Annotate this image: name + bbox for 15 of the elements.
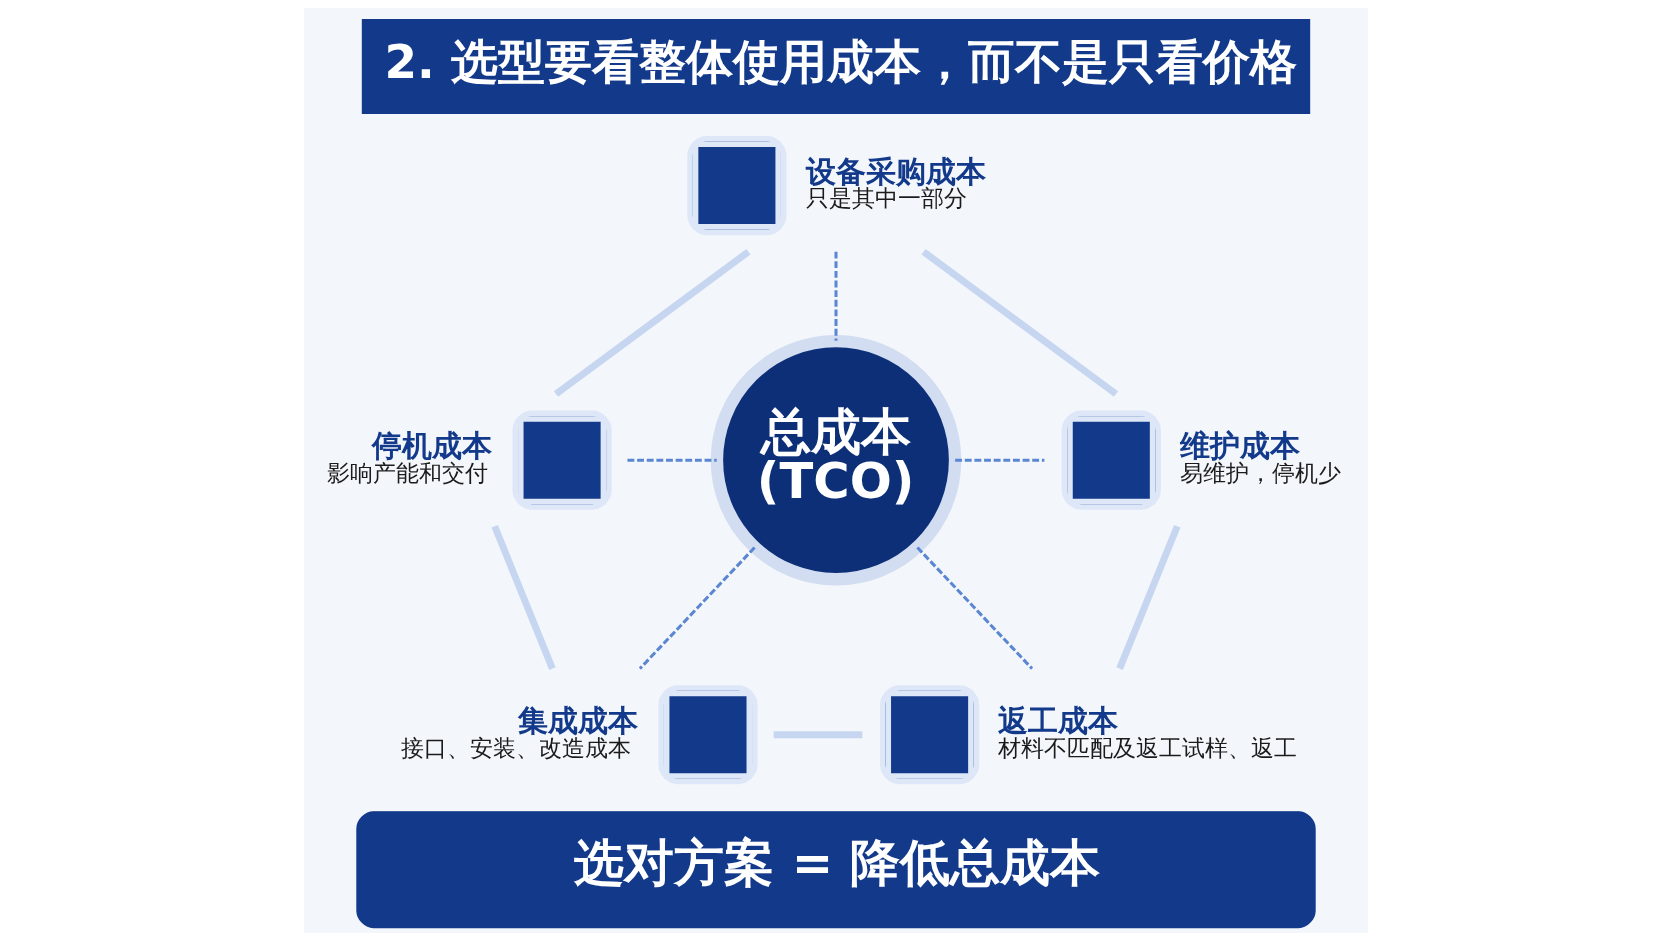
connector	[921, 248, 1119, 397]
node-box: 选对方案 = 降低总成本	[356, 811, 1316, 929]
connector	[834, 251, 838, 341]
connector	[916, 546, 1034, 670]
node-label: 返工成本	[998, 702, 1119, 738]
node-circle: 总成本 (TCO)	[710, 334, 962, 586]
connector	[1116, 525, 1181, 670]
connector	[773, 731, 863, 739]
connector	[638, 546, 756, 670]
connector	[627, 458, 717, 462]
connector	[553, 248, 751, 397]
node-label: 集成成本	[518, 702, 639, 738]
connector	[491, 525, 556, 670]
connector	[955, 458, 1045, 462]
diagram-title: 2. 选型要看整体使用成本，而不是只看价格	[384, 34, 1298, 89]
